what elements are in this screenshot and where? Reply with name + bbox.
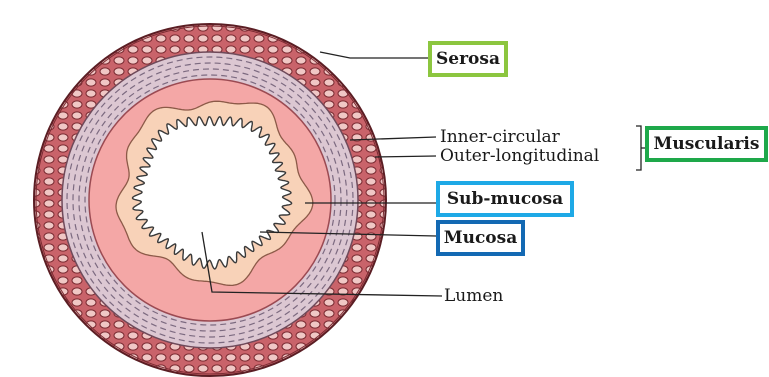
mucosa-label-box: Mucosa xyxy=(436,220,525,256)
sub-mucosa-label: Sub-mucosa xyxy=(447,189,563,209)
mucosa-label: Mucosa xyxy=(444,228,517,248)
muscularis-label: Muscularis xyxy=(654,134,760,154)
outer-longitudinal-pointer-line xyxy=(375,156,436,157)
outer-longitudinal-label: Outer-longitudinal xyxy=(440,148,599,165)
muscularis-label-box: Muscularis xyxy=(645,126,768,162)
serosa-label-box: Serosa xyxy=(428,41,508,77)
sub-mucosa-label-box: Sub-mucosa xyxy=(436,181,574,217)
serosa-pointer-line xyxy=(320,52,428,58)
muscularis-bracket xyxy=(636,126,645,170)
serosa-label: Serosa xyxy=(436,49,500,69)
lumen-label: Lumen xyxy=(444,288,503,305)
inner-circular-label: Inner-circular xyxy=(440,129,560,146)
